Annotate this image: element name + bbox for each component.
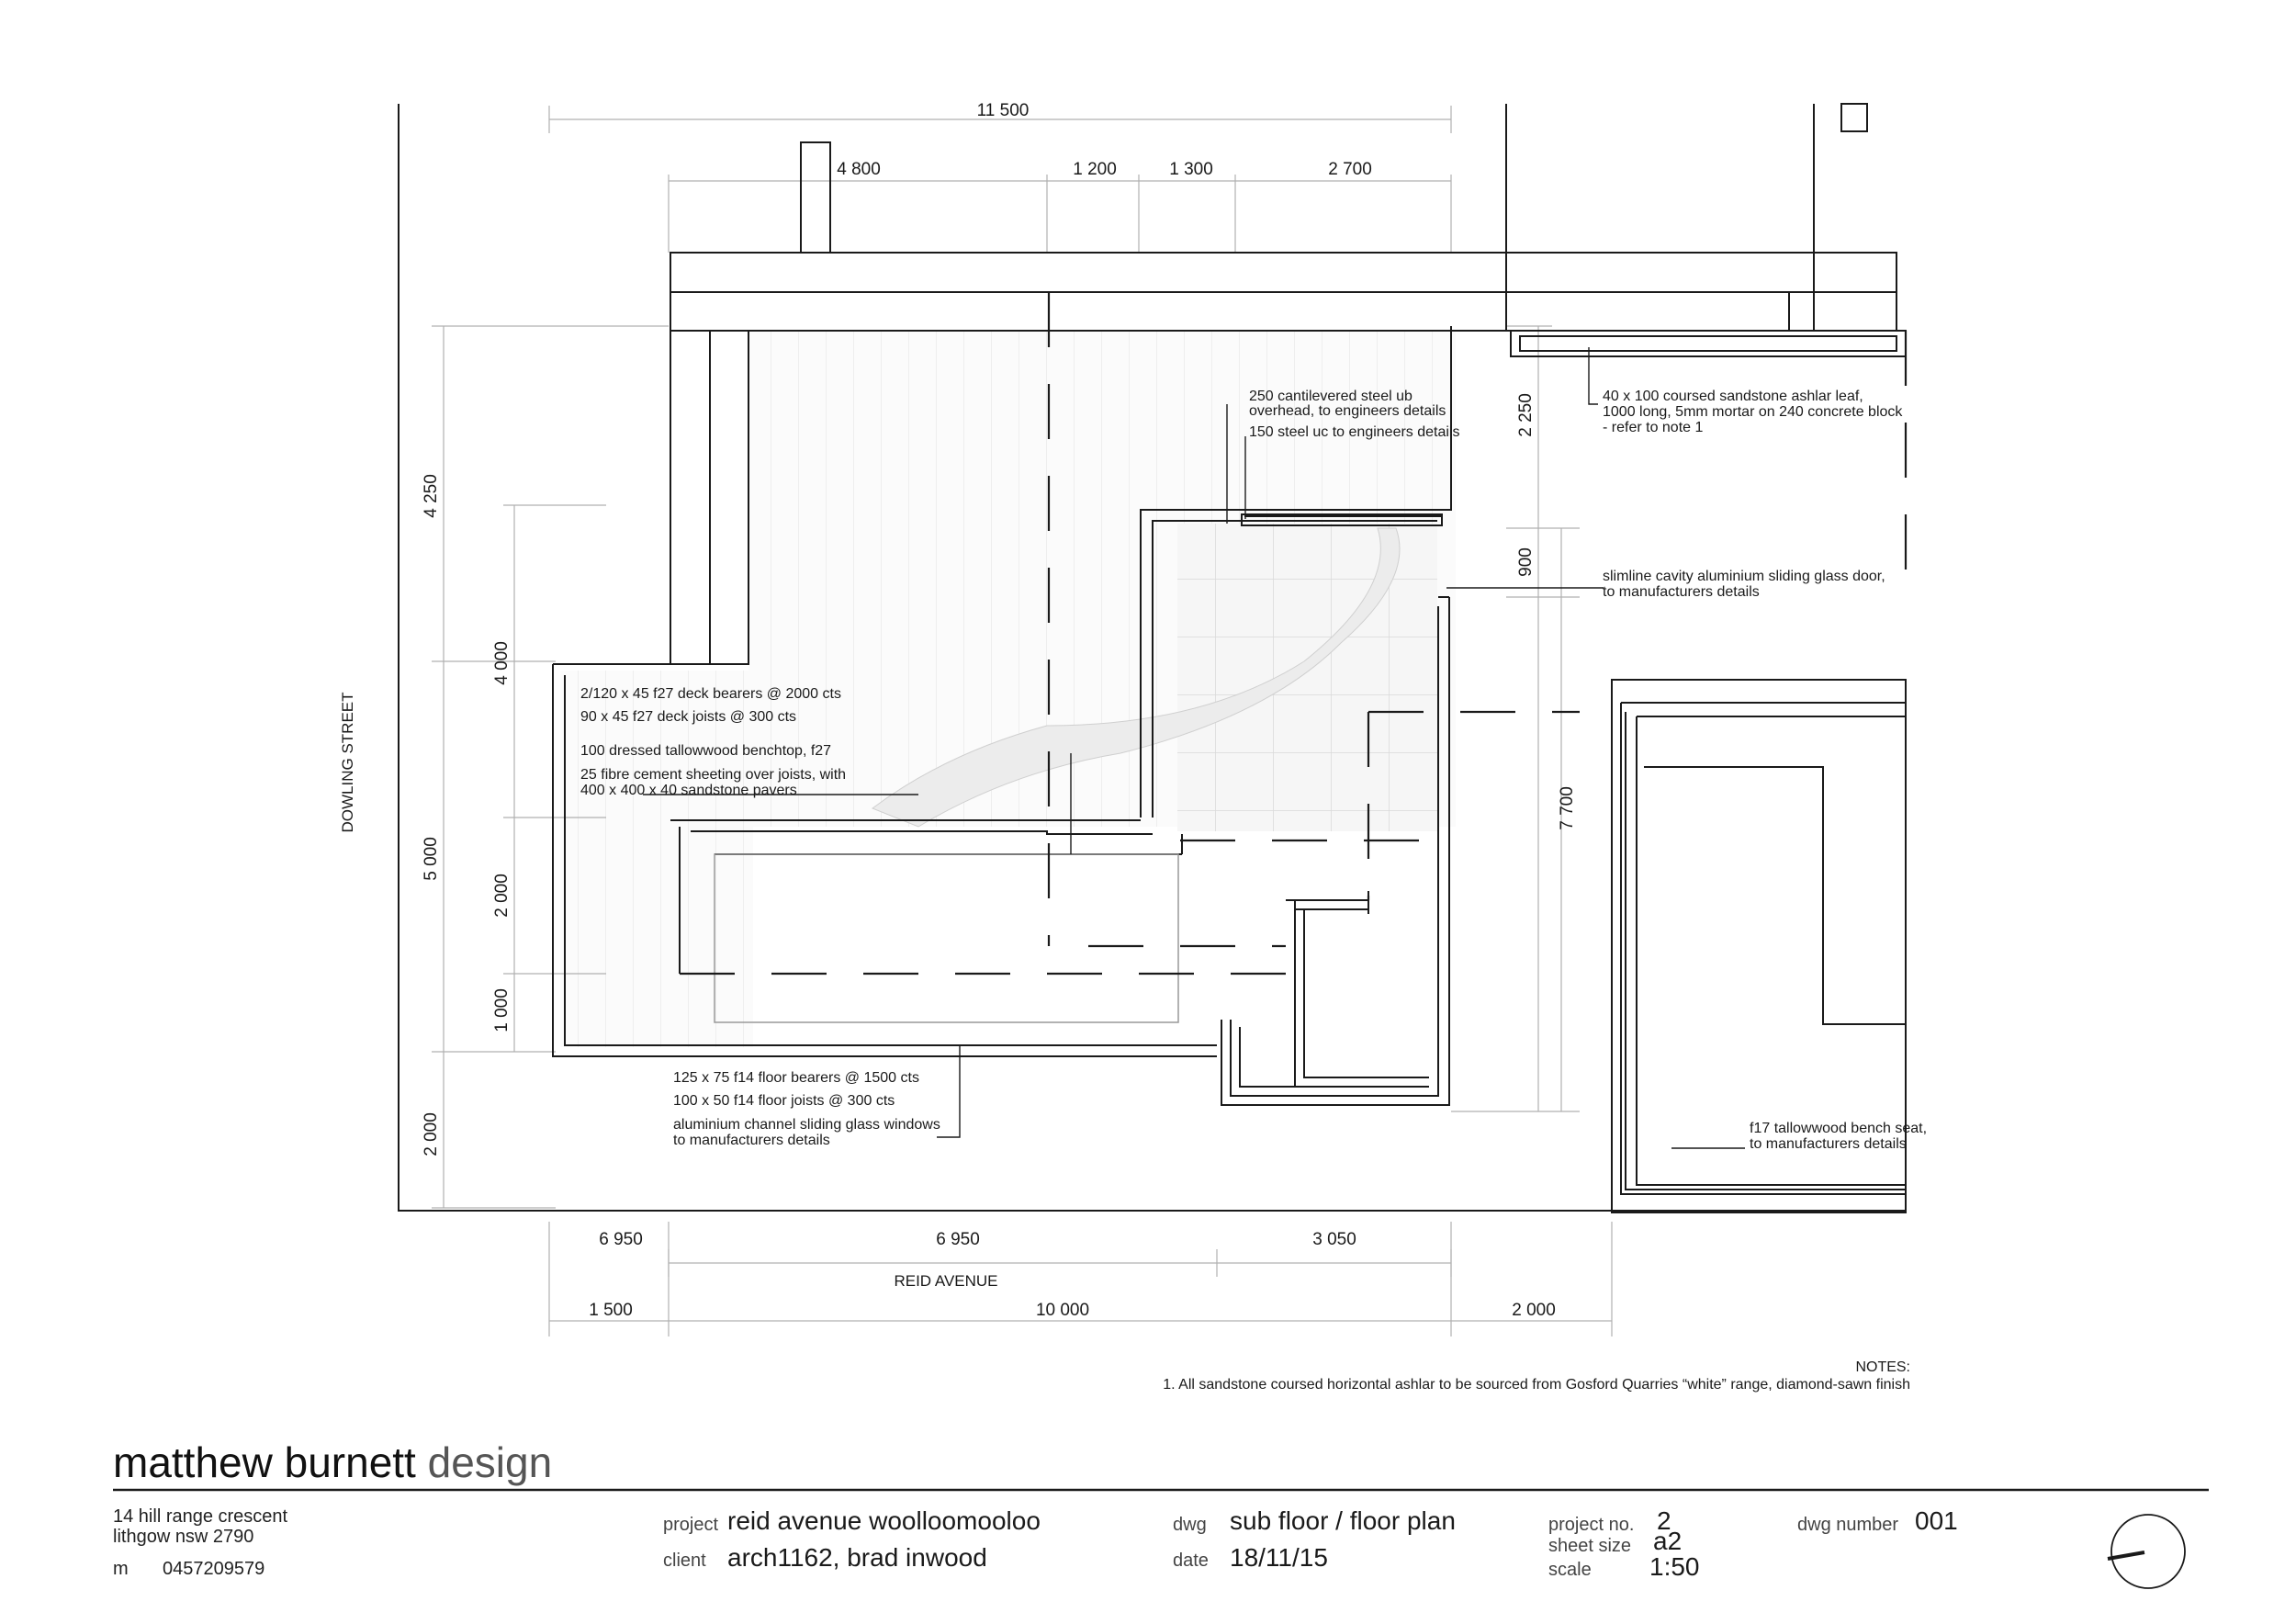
note-fibre-1: 25 fibre cement sheeting over joists, wi… [580,767,846,783]
hidden-lines [680,292,1908,976]
notes-heading: NOTES: [1855,1359,1910,1375]
note-steel-ub-2: overhead, to engineers details [1249,403,1446,419]
note-benchtop: 100 dressed tallowwood benchtop, f27 [580,743,831,759]
vertical-dimension-labels: 4 250 5 000 2 000 4 000 2 000 1 000 2 25… [422,393,1577,1156]
firm-name-main: matthew burnett [113,1438,416,1486]
north-arrow-icon [2107,1514,2186,1589]
note-fibre-2: 400 x 400 x 40 sandstone pavers [580,783,797,798]
dim-left-b: 5 000 [422,837,441,881]
note-deck-joists: 90 x 45 f27 deck joists @ 300 cts [580,709,796,725]
note-windows-1: aluminium channel sliding glass windows [673,1117,940,1133]
dim-bottom-c: 1 500 [589,1301,633,1320]
dim-bottom-a-pos: 6 950 [936,1230,980,1249]
dwg-number-value: 001 [1915,1506,1958,1535]
client-value: arch1162, brad inwood [727,1543,987,1572]
firm-name: matthew burnett design [113,1438,552,1487]
note-door-2: to manufacturers details [1603,584,1760,600]
note-floor-bearers: 125 x 75 f14 floor bearers @ 1500 cts [673,1070,919,1086]
note-deck-bearers: 2/120 x 45 f27 deck bearers @ 2000 cts [580,686,841,702]
dim-right-c: 7 700 [1558,786,1577,830]
dimension-lines [432,106,1613,1336]
project-value: reid avenue woolloomooloo [727,1506,1041,1535]
leader-lines [643,347,1745,1149]
date-label: date [1173,1551,1209,1571]
note-floor-joists: 100 x 50 f14 floor joists @ 300 cts [673,1093,895,1109]
general-notes: NOTES: 1. All sandstone coursed horizont… [1163,1359,1910,1393]
dim-bottom-a: 6 950 [599,1230,643,1249]
dim-bottom-e: 2 000 [1512,1301,1556,1320]
note-windows-2: to manufacturers details [673,1133,830,1148]
annotation-notes: 250 cantilevered steel ub overhead, to e… [580,389,1927,1152]
firm-address-2: lithgow nsw 2790 [113,1527,254,1547]
dim-inner-b: 2 000 [492,874,512,918]
phone-label: m [113,1559,129,1579]
firm-name-suffix: design [427,1438,553,1486]
dim-inner-c: 1 000 [492,988,512,1032]
dwg-number-label: dwg number [1797,1515,1899,1535]
project-no-label: project no. [1548,1515,1635,1535]
dwg-label: dwg [1173,1515,1207,1535]
dimension-labels: 11 500 4 800 1 200 1 300 2 700 6 950 6 9… [589,101,1556,1320]
dim-right-b: 900 [1516,547,1536,577]
sheet-size-value: a2 [1653,1527,1683,1555]
firm-address-1: 14 hill range crescent [113,1506,288,1527]
walls [398,103,1907,1213]
project-no-value: 2 [1657,1506,1671,1535]
dim-right-a: 2 250 [1516,393,1536,437]
note-sandstone-3: - refer to note 1 [1603,420,1703,435]
sheet-size-label: sheet size [1548,1536,1632,1556]
note-bench-1: f17 tallowwood bench seat, [1750,1121,1927,1136]
client-label: client [663,1551,706,1571]
note-door-1: slimline cavity aluminium sliding glass … [1603,569,1885,584]
curved-path-hatch [871,527,1401,828]
phone-number: 0457209579 [163,1559,265,1579]
scale-value: 1:50 [1649,1552,1700,1581]
note-steel-uc: 150 steel uc to engineers details [1249,424,1459,440]
scale-label: scale [1548,1560,1592,1580]
note-bench-2: to manufacturers details [1750,1136,1907,1152]
dim-left-c: 2 000 [422,1112,441,1156]
dim-top-a: 4 800 [837,160,881,179]
note-sandstone-2: 1000 long, 5mm mortar on 240 concrete bl… [1603,404,1903,420]
note-sandstone-1: 40 x 100 coursed sandstone ashlar leaf, [1603,389,1863,404]
street-bottom: REID AVENUE [894,1272,997,1290]
dim-inner-a: 4 000 [492,641,512,685]
dwg-value: sub floor / floor plan [1230,1506,1456,1535]
dim-bottom-b: 3 050 [1312,1230,1356,1249]
dim-top-d: 2 700 [1328,160,1372,179]
dim-left-a: 4 250 [422,474,441,518]
project-label: project [663,1515,719,1535]
notes-item-1: 1. All sandstone coursed horizontal ashl… [1163,1377,1910,1393]
note-steel-ub-1: 250 cantilevered steel ub [1249,389,1412,404]
dim-top-overall: 11 500 [977,101,1030,120]
dim-bottom-d: 10 000 [1036,1301,1089,1320]
paver-area [1177,524,1437,831]
dim-top-c: 1 300 [1169,160,1213,179]
street-left: DOWLING STREET [339,692,356,832]
date-value: 18/11/15 [1230,1543,1328,1572]
dim-top-b: 1 200 [1073,160,1117,179]
